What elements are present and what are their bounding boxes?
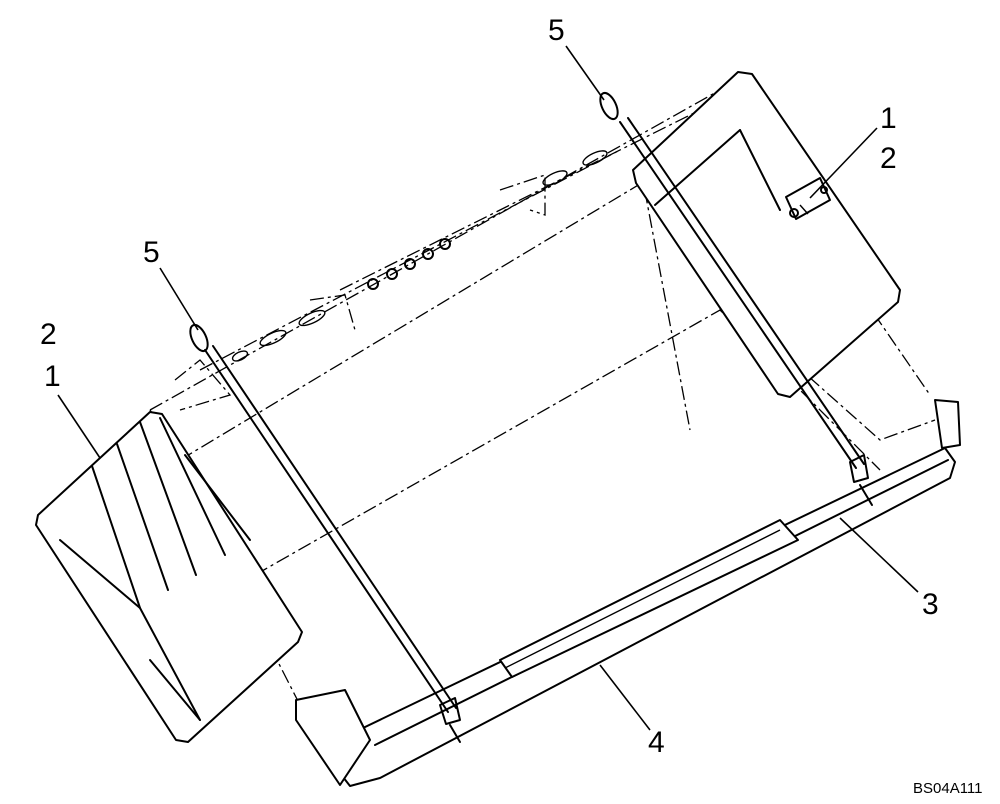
callout-5-left: 5 xyxy=(143,236,160,269)
callout-2-right: 2 xyxy=(880,142,897,175)
callout-4: 4 xyxy=(648,726,665,759)
callout-5-right: 5 xyxy=(548,14,565,47)
left-guard xyxy=(35,411,303,743)
tie-rod-right xyxy=(599,91,873,506)
bucket-cutting-edge xyxy=(295,399,961,787)
callout-1-left: 1 xyxy=(44,360,61,393)
callout-1-right: 1 xyxy=(880,102,897,135)
right-guard xyxy=(632,71,901,398)
callout-3: 3 xyxy=(922,588,939,621)
tie-rod-left xyxy=(189,323,461,743)
rail-slots xyxy=(231,150,608,362)
leader-lines xyxy=(57,45,919,731)
callout-2-left: 2 xyxy=(40,318,57,351)
figure-code: BS04A111 xyxy=(913,780,983,797)
